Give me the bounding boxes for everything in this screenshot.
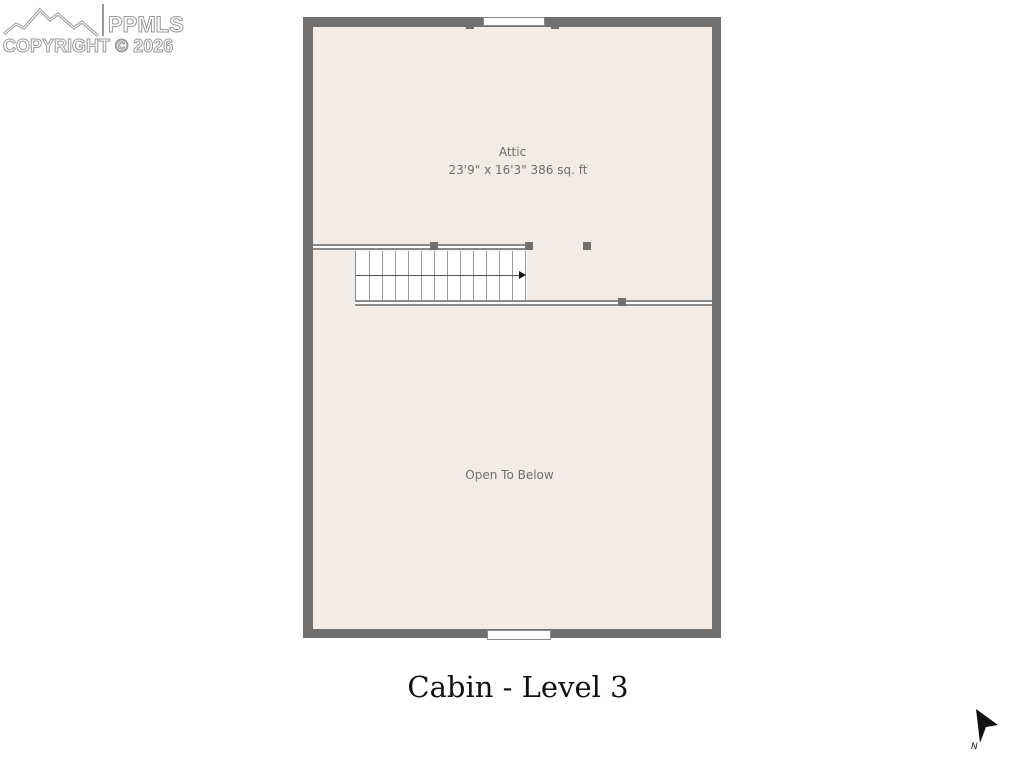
north-arrow-icon <box>976 709 998 743</box>
railing-post <box>583 242 591 250</box>
watermark-copyright: COPYRIGHT © 2026 <box>2 36 174 57</box>
north-label: N <box>971 742 978 752</box>
railing-post <box>430 242 438 250</box>
watermark-divider <box>102 4 104 36</box>
room-name-open-to-below: Open To Below <box>465 468 554 482</box>
railing-post <box>525 242 533 250</box>
railing-post <box>618 298 626 306</box>
lower-railing <box>355 300 712 306</box>
window-jamb-right <box>551 25 559 29</box>
room-dimensions-attic: 23'9" x 16'3" 386 sq. ft <box>448 163 588 177</box>
plan-title: Cabin - Level 3 <box>407 670 629 704</box>
watermark: PPMLS COPYRIGHT © 2026 <box>0 0 210 60</box>
watermark-brand: PPMLS <box>108 12 185 38</box>
mountain-logo-icon <box>3 7 99 38</box>
top-window <box>483 17 545 26</box>
arrow-right-icon <box>519 271 526 279</box>
bottom-window <box>487 630 551 640</box>
window-jamb-left <box>466 25 474 29</box>
room-name-attic: Attic <box>498 145 527 159</box>
upper-railing <box>313 244 526 250</box>
floor-area <box>313 27 712 629</box>
stair-direction-line <box>356 275 520 276</box>
